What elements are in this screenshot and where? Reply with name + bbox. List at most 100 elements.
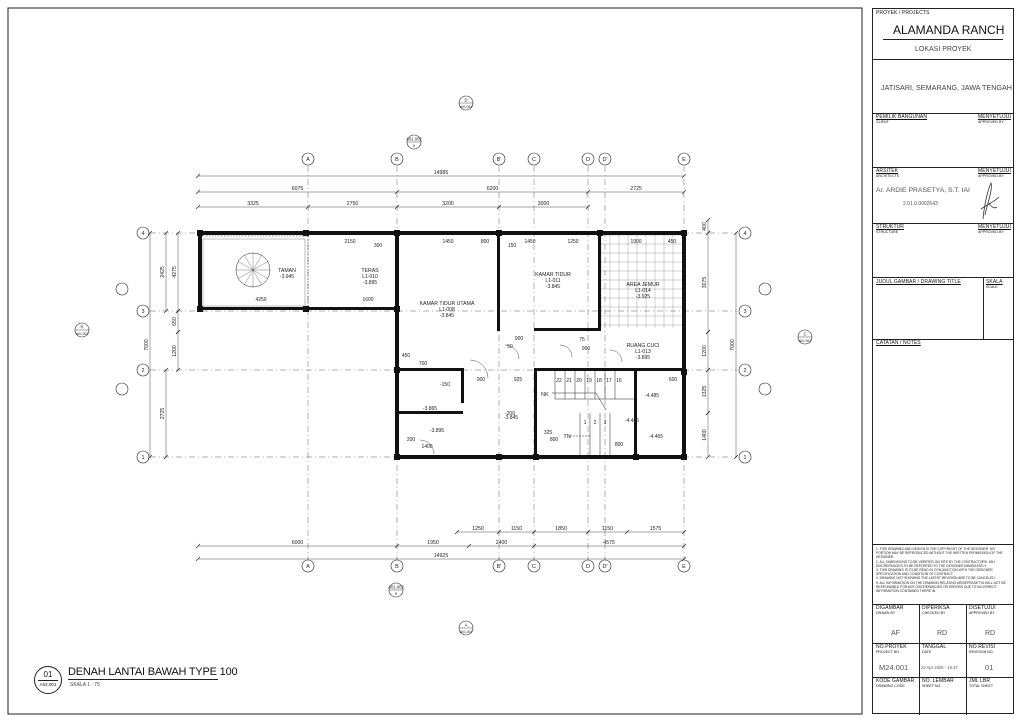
caption-scale: SKALA 1 : 75 — [70, 682, 100, 688]
room-level: -3.945 — [280, 274, 294, 280]
callout-bottom-text: A01.002 — [76, 332, 88, 336]
level-tag: -4.465 — [649, 434, 663, 440]
room-name: TERAS — [361, 268, 379, 274]
elevation-marker — [758, 382, 772, 396]
grid-bubble-top — [598, 152, 612, 166]
dim-bottom-row2-tick — [466, 543, 472, 549]
wall-east-house — [682, 231, 686, 459]
wall-north-house — [397, 231, 684, 235]
column — [633, 454, 639, 460]
dim-top-total-tick — [195, 173, 201, 179]
drawn-sub: DRAWN BY — [876, 611, 896, 615]
caption-bubble: 01 A02.001 — [34, 666, 62, 694]
dim-left-a-tick — [163, 230, 169, 236]
inner-dim: 900 — [477, 377, 486, 383]
note-item: 2. ALL DIMENSIONS TO BE VERIFIED ON SITE… — [876, 559, 996, 568]
wall-west-garden — [198, 231, 202, 311]
dim-bottom-row1-text: 1250 — [472, 526, 484, 532]
wall-south-garden — [198, 307, 398, 310]
tree-branch — [252, 261, 268, 271]
callout-top-text: D — [464, 98, 467, 103]
code-label: KODE GAMBAR — [876, 678, 915, 684]
sheet-label: NO. LEMBAR — [922, 678, 954, 684]
grid-bubble-right — [738, 450, 752, 464]
dim-left-b-tick — [175, 230, 181, 236]
inner-dim: 2150 — [344, 239, 355, 245]
grid-label-bottom: D' — [602, 564, 607, 570]
grid-bubble-left — [136, 226, 150, 240]
dim-top-row2-tick — [394, 189, 400, 195]
grid-label-right: 2 — [743, 368, 746, 374]
wall-stair-west — [534, 368, 537, 458]
dim-top-row3-text: 3325 — [247, 201, 259, 207]
dim-top-row2-text: 2725 — [630, 186, 642, 192]
inner-dim: 600 — [669, 377, 678, 383]
inner-dim: 325 — [544, 430, 553, 436]
sheet-sub: SHEET NO. — [922, 684, 942, 688]
door-swing — [559, 344, 573, 358]
dim-right-total-tick — [733, 454, 739, 460]
inner-dim: 800 — [615, 442, 624, 448]
dim-bottom-row1-tick — [454, 529, 460, 535]
note-item: 5. ALL INFORMATION ON THE DRAWING RELATI… — [876, 580, 1006, 594]
dim-bottom-row2-tick — [681, 543, 687, 549]
dim-bottom-row2-text: 4575 — [603, 540, 615, 546]
grid-bubble-bottom — [390, 559, 404, 573]
grid-bubble-right — [738, 363, 752, 377]
elevation-marker — [115, 382, 129, 396]
room-code: L1-008 — [439, 307, 455, 313]
checked-value: RD — [937, 630, 948, 637]
room-name: AREA JEMUR — [626, 282, 659, 288]
dim-bottom-total-tick — [681, 556, 687, 562]
stair-number-up: 18 — [596, 378, 602, 384]
tree-branch — [238, 261, 254, 271]
dim-right-total-text: 7000 — [730, 339, 736, 351]
grid-bubble-left — [136, 450, 150, 464]
room-name: RUANG CUCI — [627, 343, 660, 349]
door-swing — [469, 359, 489, 379]
grid-bubble-left — [136, 304, 150, 318]
architect-label: ARSITEK — [876, 168, 899, 174]
tree-branch — [252, 269, 268, 279]
column — [303, 306, 309, 312]
column — [394, 230, 400, 236]
column — [681, 454, 687, 460]
projno-label: NO.PROYEK — [876, 644, 907, 650]
grid-bubble-bottom — [301, 559, 315, 573]
tree-branch — [244, 255, 254, 271]
grid-bubble-right — [738, 226, 752, 240]
dim-left-c-text: 650 — [172, 317, 178, 326]
level-tag: -3.895 — [430, 428, 444, 434]
callout-top-text: C — [803, 332, 806, 337]
door-swing — [609, 349, 623, 363]
grid-label-top: A — [306, 157, 310, 163]
dim-left-d-text: 1200 — [172, 345, 178, 357]
date-label: TANGGAL — [922, 644, 947, 650]
callout-bottom-text: A01.002 — [460, 105, 472, 109]
column — [303, 230, 309, 236]
dim-bottom-row1-text: 1150 — [602, 526, 613, 532]
approved-label: DISETUJUI — [969, 605, 996, 611]
grid-label-bottom: C — [532, 564, 536, 570]
date-value: 22 Apr 2025 - 16.37 — [921, 665, 958, 670]
level-tag: -4.485 — [645, 393, 659, 399]
notes-list: 1. THIS DRAWING AND DESIGN IS THE COPYRI… — [876, 547, 1010, 593]
inner-dim: 1450 — [524, 239, 535, 245]
inner-dim: 450 — [402, 353, 411, 359]
inner-dim: 50 — [507, 344, 513, 350]
drawn-label: DIGAMBAR — [876, 605, 904, 611]
tree-branch — [252, 269, 262, 285]
dim-bottom-row1-text: 1575 — [650, 526, 662, 532]
grid-label-top: D — [586, 157, 590, 163]
dim-right-b-text: 3075 — [702, 277, 708, 289]
grid-label-left: 2 — [141, 368, 144, 374]
callout-top-text: A01.002 — [388, 585, 404, 590]
caption-number: 01 — [43, 670, 53, 679]
dim-bottom-total-tick — [195, 556, 201, 562]
stair-number-down: 3 — [604, 420, 607, 426]
wall-jemur-west — [598, 231, 601, 331]
dim-bottom-row1-tick — [585, 529, 591, 535]
dim-bottom-row1-tick — [681, 529, 687, 535]
drawing-caption: 01 A02.001 DENAH LANTAI BAWAH TYPE 100 S… — [34, 666, 238, 694]
